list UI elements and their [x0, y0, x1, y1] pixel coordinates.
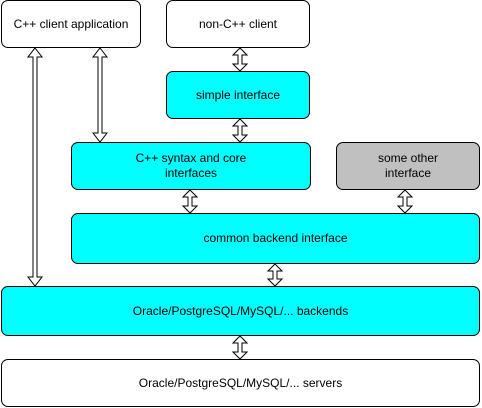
cpp-syntax-core-interfaces-box: C++ syntax and core interfaces [71, 142, 311, 190]
database-servers-box: Oracle/PostgreSQL/MySQL/... servers [1, 359, 480, 407]
non-cpp-client-box: non-C++ client [166, 0, 310, 48]
bidirectional-arrow-cpp-syntax-to-common-backend [181, 189, 199, 214]
bidirectional-arrow-common-backend-to-backends [266, 263, 284, 287]
bidirectional-arrow-cpp-client-to-backends [26, 47, 44, 287]
bidirectional-arrow-other-interface-to-common-backend [396, 189, 414, 214]
cpp-client-application-box: C++ client application [1, 0, 141, 48]
database-backends-box: Oracle/PostgreSQL/MySQL/... backends [1, 286, 480, 336]
some-other-interface-box: some other interface [336, 142, 480, 190]
bidirectional-arrow-backends-to-servers [231, 335, 249, 360]
bidirectional-arrow-cpp-client-to-cpp-syntax [91, 47, 109, 143]
bidirectional-arrow-simple-interface-to-cpp-syntax [231, 118, 249, 143]
common-backend-interface-box: common backend interface [71, 213, 480, 264]
bidirectional-arrow-non-cpp-client-to-simple-interface [231, 47, 249, 72]
simple-interface-box: simple interface [166, 71, 310, 119]
